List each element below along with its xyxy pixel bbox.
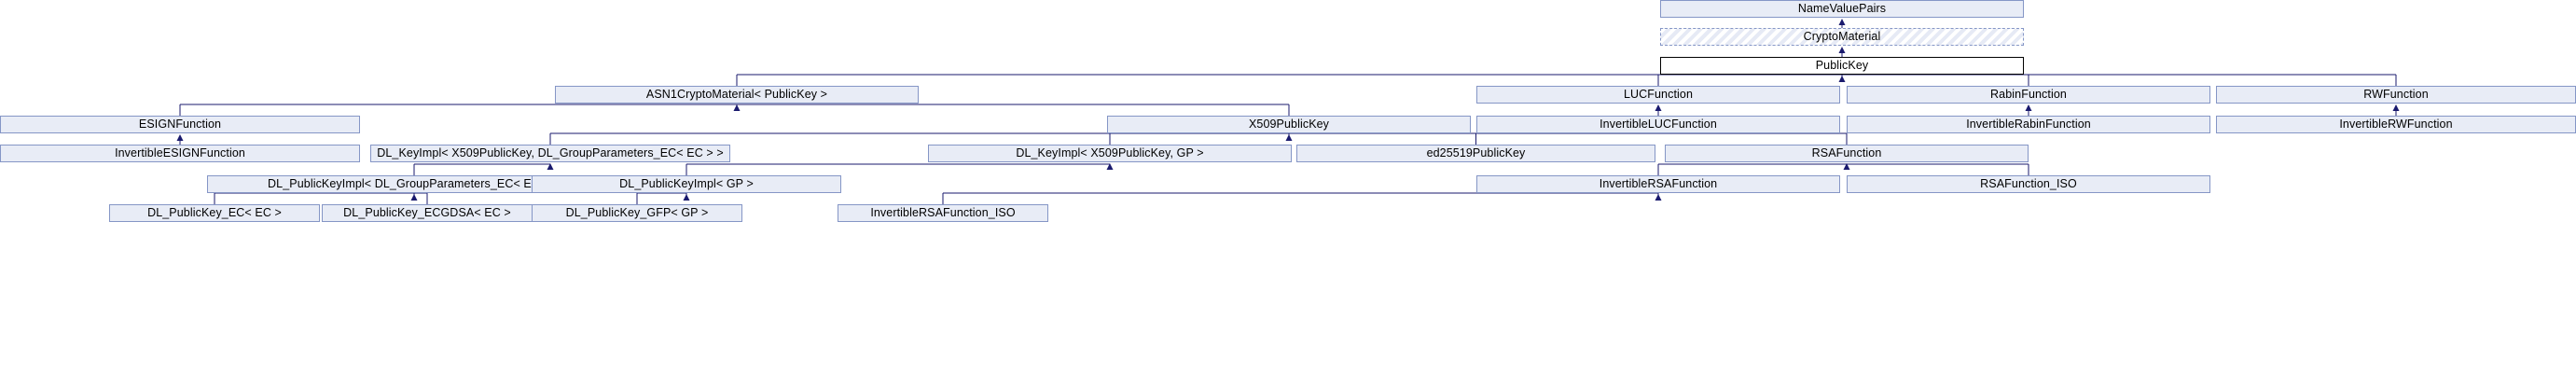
- class-node-label: InvertibleRWFunction: [2339, 118, 2453, 131]
- class-node-dl_publickey_ec[interactable]: DL_PublicKey_EC< EC >: [109, 204, 320, 222]
- class-node-label: DL_PublicKey_GFP< GP >: [565, 206, 709, 219]
- class-node-label: NameValuePairs: [1797, 2, 1887, 15]
- class-node-label: ed25519PublicKey: [1426, 146, 1526, 159]
- class-node-label: CryptoMaterial: [1803, 30, 1881, 43]
- class-node-dl_publickey_ecgdsa[interactable]: DL_PublicKey_ECGDSA< EC >: [322, 204, 533, 222]
- class-node-label: RSAFunction_ISO: [1980, 177, 2077, 190]
- class-node-label: DL_KeyImpl< X509PublicKey, GP >: [1016, 146, 1204, 159]
- class-node-label: LUCFunction: [1623, 88, 1694, 101]
- class-node-ed25519publickey[interactable]: ed25519PublicKey: [1296, 145, 1655, 162]
- class-node-label: DL_PublicKeyImpl< GP >: [619, 177, 754, 190]
- class-node-label: X509PublicKey: [1248, 118, 1330, 131]
- class-node-label: ESIGNFunction: [138, 118, 222, 131]
- class-node-asn1cryptomaterial[interactable]: ASN1CryptoMaterial< PublicKey >: [555, 86, 919, 104]
- class-node-cryptomaterial[interactable]: CryptoMaterial: [1660, 28, 2024, 46]
- class-node-invertiblelucfunction[interactable]: InvertibleLUCFunction: [1476, 116, 1840, 133]
- class-node-label: ASN1CryptoMaterial< PublicKey >: [645, 88, 828, 101]
- class-node-dl_keyimpl_gp[interactable]: DL_KeyImpl< X509PublicKey, GP >: [928, 145, 1292, 162]
- class-node-publickey[interactable]: PublicKey: [1660, 57, 2024, 75]
- class-node-x509publickey[interactable]: X509PublicKey: [1107, 116, 1471, 133]
- class-node-label: RSAFunction: [1811, 146, 1882, 159]
- class-node-invertiblersafunction[interactable]: InvertibleRSAFunction: [1476, 175, 1840, 193]
- class-node-label: RWFunction: [2363, 88, 2429, 101]
- class-node-invertiblerwfunction[interactable]: InvertibleRWFunction: [2216, 116, 2576, 133]
- class-node-esignfunction[interactable]: ESIGNFunction: [0, 116, 360, 133]
- class-node-invertiblerabinfunction[interactable]: InvertibleRabinFunction: [1847, 116, 2210, 133]
- class-node-lucfunction[interactable]: LUCFunction: [1476, 86, 1840, 104]
- class-node-namevaluepairs[interactable]: NameValuePairs: [1660, 0, 2024, 18]
- class-node-label: RabinFunction: [1990, 88, 2067, 101]
- class-node-dl_keyimpl_ec[interactable]: DL_KeyImpl< X509PublicKey, DL_GroupParam…: [370, 145, 730, 162]
- class-node-label: DL_PublicKey_EC< EC >: [147, 206, 282, 219]
- class-node-rwfunction[interactable]: RWFunction: [2216, 86, 2576, 104]
- class-node-label: InvertibleRabinFunction: [1966, 118, 2091, 131]
- class-node-invertibleesignfunction[interactable]: InvertibleESIGNFunction: [0, 145, 360, 162]
- class-node-rabinfunction[interactable]: RabinFunction: [1847, 86, 2210, 104]
- class-node-label: InvertibleESIGNFunction: [115, 146, 245, 159]
- class-node-label: InvertibleLUCFunction: [1600, 118, 1717, 131]
- class-node-dl_publickeyimpl_gp[interactable]: DL_PublicKeyImpl< GP >: [532, 175, 841, 193]
- class-node-invertiblersafunction_iso[interactable]: InvertibleRSAFunction_ISO: [838, 204, 1048, 222]
- class-node-label: PublicKey: [1815, 59, 1869, 72]
- class-node-dl_publickey_gfp[interactable]: DL_PublicKey_GFP< GP >: [532, 204, 742, 222]
- class-node-rsafunction_iso[interactable]: RSAFunction_ISO: [1847, 175, 2210, 193]
- class-node-rsafunction[interactable]: RSAFunction: [1665, 145, 2029, 162]
- class-node-label: DL_PublicKey_ECGDSA< EC >: [343, 206, 511, 219]
- class-node-label: InvertibleRSAFunction: [1599, 177, 1718, 190]
- class-node-label: DL_KeyImpl< X509PublicKey, DL_GroupParam…: [377, 146, 724, 159]
- class-node-label: InvertibleRSAFunction_ISO: [870, 206, 1016, 219]
